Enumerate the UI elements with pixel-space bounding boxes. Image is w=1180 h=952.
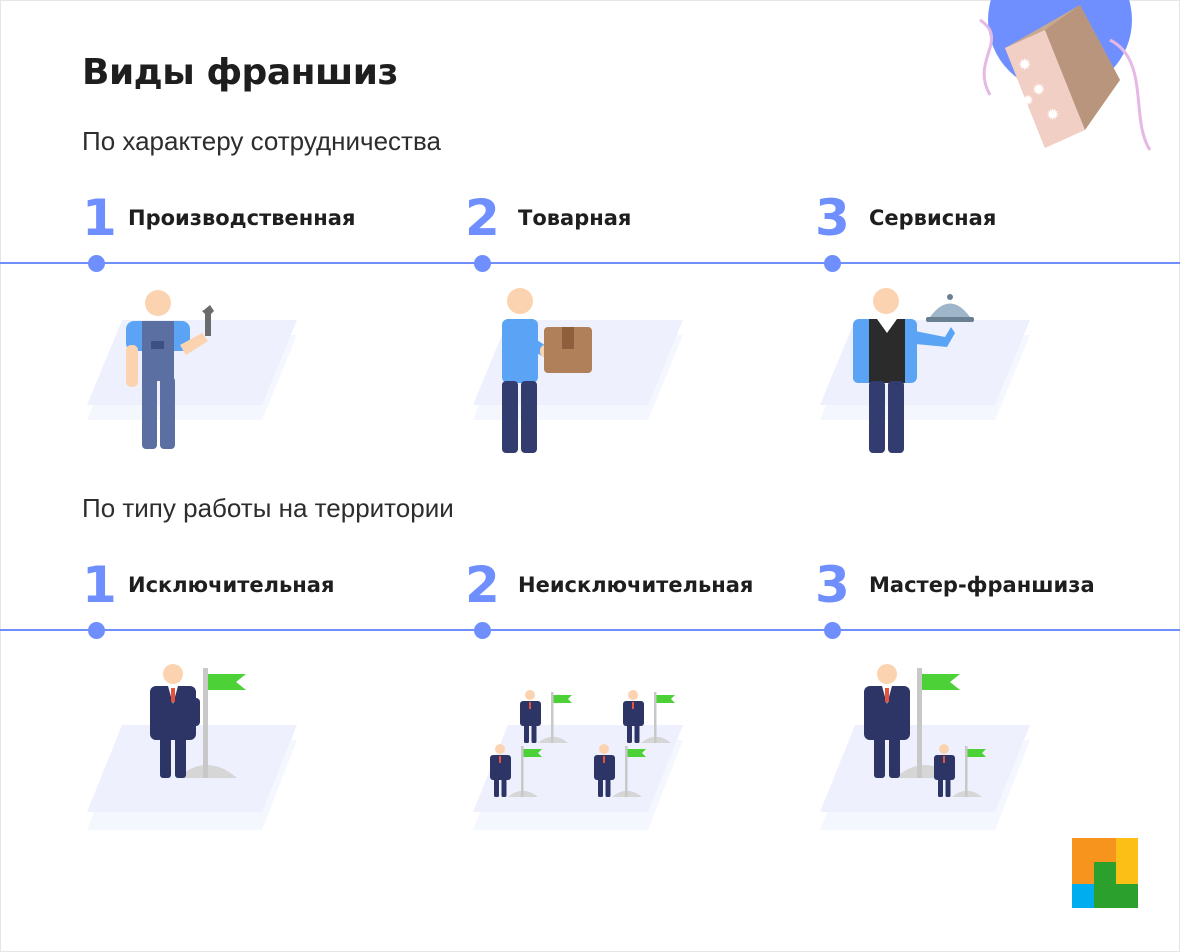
courier-box-icon (473, 288, 683, 453)
timeline-dot (88, 622, 105, 639)
gift-box-decoration: ✹ ✹ ✹ ✹ (979, 0, 1152, 151)
timeline-dot (474, 622, 491, 639)
single-flag-icon (87, 664, 297, 830)
franchise-type-label: Товарная (518, 206, 632, 230)
timeline-dot (88, 255, 105, 272)
step-number: 1 (82, 556, 117, 614)
timeline-dot (824, 622, 841, 639)
worker-icon (87, 290, 297, 449)
waiter-cloche-icon (820, 288, 1030, 453)
timeline-line (0, 629, 1180, 631)
svg-text:✹: ✹ (1018, 57, 1031, 74)
brand-logo (1072, 838, 1138, 908)
step-number: 1 (82, 189, 117, 247)
timeline-dot (474, 255, 491, 272)
step-number: 3 (815, 189, 850, 247)
svg-text:✹: ✹ (1046, 107, 1059, 124)
franchise-type-label: Неисключительная (518, 573, 754, 597)
timeline-dot (824, 255, 841, 272)
section-heading-cooperation: По характеру сотрудничества (82, 126, 441, 156)
step-number: 3 (815, 556, 850, 614)
master-flag-icon (820, 664, 1030, 830)
franchise-type-label: Мастер-франшиза (869, 573, 1095, 597)
step-number: 2 (465, 556, 500, 614)
step-number: 2 (465, 189, 500, 247)
franchise-type-label: Производственная (128, 206, 356, 230)
section-heading-territory: По типу работы на территории (82, 493, 454, 523)
multiple-flags-icon (473, 690, 683, 830)
svg-text:✹: ✹ (1022, 92, 1034, 108)
timeline-line (0, 262, 1180, 264)
franchise-type-label: Сервисная (869, 206, 997, 230)
svg-text:✹: ✹ (1032, 82, 1045, 99)
franchise-type-label: Исключительная (128, 573, 335, 597)
page-title: Виды франшиз (82, 52, 398, 93)
